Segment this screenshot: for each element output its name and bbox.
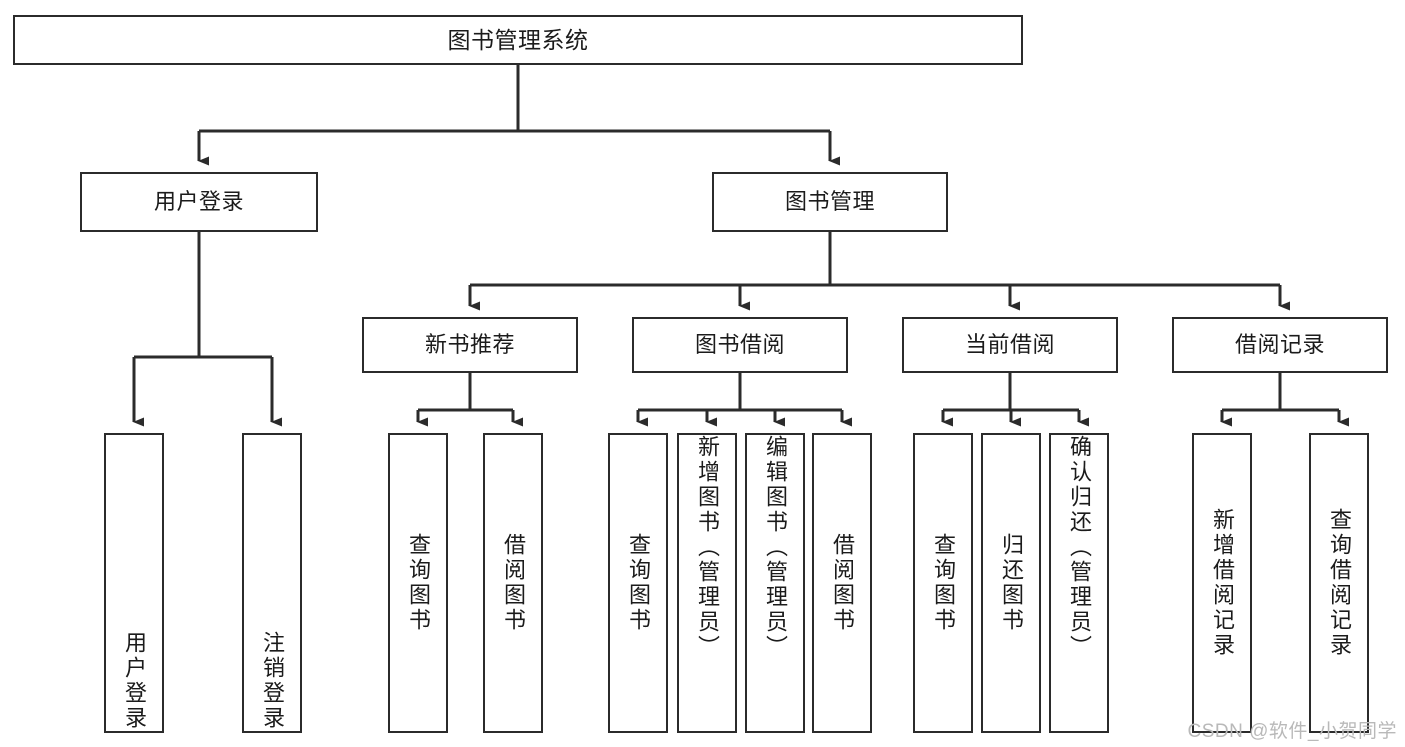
node-n2: 借阅图书 <box>483 433 543 733</box>
node-borrow: 图书借阅 <box>632 317 848 373</box>
node-bookmgmt: 图书管理 <box>712 172 948 232</box>
node-label: 借阅图书 <box>830 533 855 633</box>
watermark: CSDN @软件_小贺同学 <box>1187 721 1397 742</box>
node-label: 借阅图书 <box>501 533 526 633</box>
node-root: 图书管理系统 <box>13 15 1023 65</box>
node-label: 新增借阅记录 <box>1210 508 1235 658</box>
node-c3: 确认归还（管理员） <box>1049 433 1109 733</box>
node-label: 用户登录 <box>122 631 147 731</box>
node-b1: 查询图书 <box>608 433 668 733</box>
node-label: 图书管理 <box>784 189 875 215</box>
node-l2: 注销登录 <box>242 433 302 733</box>
node-r1: 新增借阅记录 <box>1192 433 1252 733</box>
node-label: 查询图书 <box>931 533 956 633</box>
node-label: 图书管理系统 <box>447 26 589 53</box>
node-current: 当前借阅 <box>902 317 1118 373</box>
node-b3: 编辑图书（管理员） <box>745 433 805 733</box>
node-c2: 归还图书 <box>981 433 1041 733</box>
node-c1: 查询图书 <box>913 433 973 733</box>
node-label: 确认归还（管理员） <box>1067 435 1092 660</box>
node-newbook: 新书推荐 <box>362 317 578 373</box>
node-records: 借阅记录 <box>1172 317 1388 373</box>
node-label: 注销登录 <box>260 631 285 731</box>
node-label: 查询借阅记录 <box>1327 508 1352 658</box>
node-label: 借阅记录 <box>1234 332 1325 358</box>
node-label: 当前借阅 <box>964 332 1055 358</box>
node-label: 归还图书 <box>999 533 1024 633</box>
node-b4: 借阅图书 <box>812 433 872 733</box>
node-label: 编辑图书（管理员） <box>763 435 788 660</box>
node-l1: 用户登录 <box>104 433 164 733</box>
node-n1: 查询图书 <box>388 433 448 733</box>
node-label: 用户登录 <box>153 189 244 215</box>
node-label: 查询图书 <box>626 533 651 633</box>
node-login: 用户登录 <box>80 172 318 232</box>
node-label: 图书借阅 <box>694 332 785 358</box>
node-label: 新书推荐 <box>424 332 515 358</box>
node-label: 新增图书（管理员） <box>695 435 720 660</box>
node-label: 查询图书 <box>406 533 431 633</box>
node-r2: 查询借阅记录 <box>1309 433 1369 733</box>
node-b2: 新增图书（管理员） <box>677 433 737 733</box>
